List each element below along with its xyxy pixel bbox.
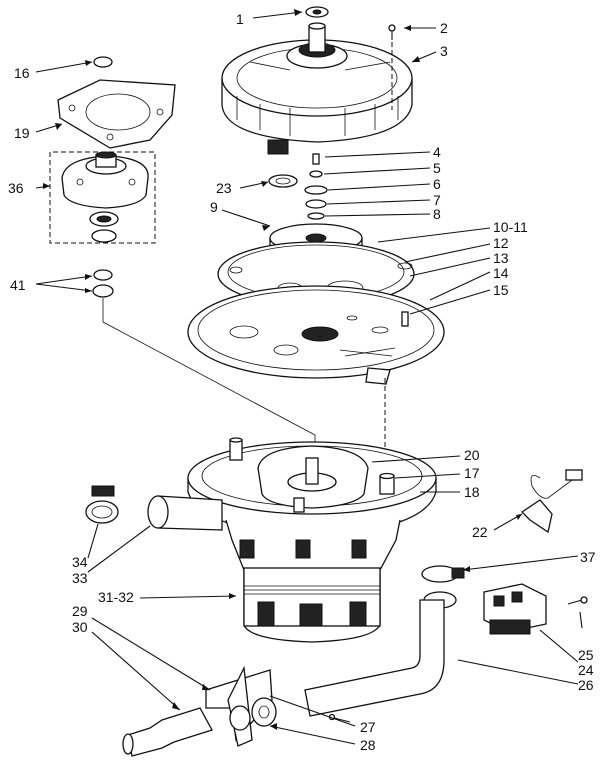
o-ring-41b bbox=[92, 284, 114, 298]
label-30: 30 bbox=[72, 619, 88, 635]
label-9: 9 bbox=[210, 199, 218, 215]
seal-23 bbox=[268, 174, 298, 188]
label-4: 4 bbox=[433, 144, 441, 160]
screw-2 bbox=[388, 24, 396, 40]
label-7: 7 bbox=[433, 192, 441, 208]
clamp-37 bbox=[421, 565, 465, 583]
label-1: 1 bbox=[236, 11, 244, 27]
grommet-28 bbox=[251, 697, 277, 727]
label-28: 28 bbox=[360, 737, 376, 753]
label-6: 6 bbox=[433, 176, 441, 192]
hardware-stack bbox=[304, 153, 328, 220]
valve-30 bbox=[122, 705, 251, 757]
label-19: 19 bbox=[14, 125, 30, 141]
label-17: 17 bbox=[464, 465, 480, 481]
arrowheads bbox=[43, 9, 522, 730]
terminal-block bbox=[483, 583, 547, 635]
label-27: 27 bbox=[360, 719, 376, 735]
gasket-plate bbox=[187, 285, 445, 385]
label-5: 5 bbox=[433, 160, 441, 176]
label-2: 2 bbox=[440, 20, 448, 36]
label-20: 20 bbox=[464, 447, 480, 463]
motor-body bbox=[225, 519, 401, 643]
label-18: 18 bbox=[464, 484, 480, 500]
label-33: 33 bbox=[72, 570, 88, 586]
motor-housing bbox=[221, 22, 413, 155]
label-8: 8 bbox=[433, 206, 441, 222]
label-26: 26 bbox=[578, 677, 594, 693]
label-24: 24 bbox=[578, 662, 594, 678]
gasket-19 bbox=[57, 79, 176, 149]
o-ring-16 bbox=[93, 56, 113, 68]
o-ring-41a bbox=[93, 269, 113, 281]
drain-hose-26 bbox=[304, 591, 457, 717]
label-29: 29 bbox=[72, 603, 88, 619]
label-25: 25 bbox=[578, 647, 594, 663]
label-10-11: 10-11 bbox=[493, 219, 528, 235]
thermostat-22 bbox=[520, 469, 583, 534]
label-12: 12 bbox=[493, 235, 509, 251]
label-23: 23 bbox=[216, 180, 232, 196]
label-22: 22 bbox=[472, 524, 488, 540]
label-16: 16 bbox=[14, 65, 30, 81]
label-37: 37 bbox=[580, 549, 596, 565]
label-15: 15 bbox=[493, 282, 509, 298]
clamp-34 bbox=[85, 485, 119, 524]
label-41: 41 bbox=[10, 277, 26, 293]
inlet-hose-33 bbox=[147, 495, 223, 531]
housing-36 bbox=[49, 151, 156, 244]
label-36: 36 bbox=[8, 180, 24, 196]
label-31-32: 31-32 bbox=[98, 589, 134, 605]
label-14: 14 bbox=[493, 265, 509, 281]
part-labels: 1 2 3 4 5 6 7 8 9 10-11 12 13 14 15 16 1… bbox=[8, 11, 596, 753]
label-34: 34 bbox=[72, 554, 88, 570]
label-13: 13 bbox=[493, 250, 509, 266]
screw-25 bbox=[567, 596, 588, 605]
label-3: 3 bbox=[440, 43, 448, 59]
